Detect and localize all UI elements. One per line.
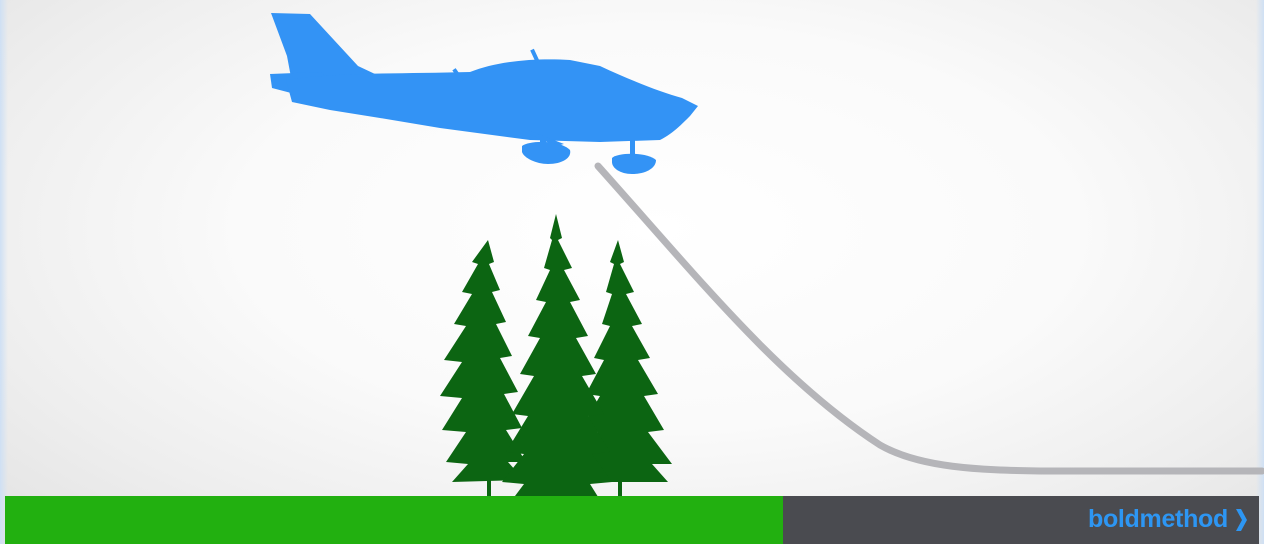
flight-path [598,166,1262,471]
grass-ground [5,496,783,544]
airplane-main-wheel [522,142,570,164]
tree-cluster [440,214,672,530]
brand-logo: boldmethod [1088,505,1248,534]
airplane [270,13,698,174]
brand-name: boldmethod [1088,505,1228,534]
airplane-nose-wheel [612,154,656,174]
chevron-right-icon [1234,508,1248,532]
